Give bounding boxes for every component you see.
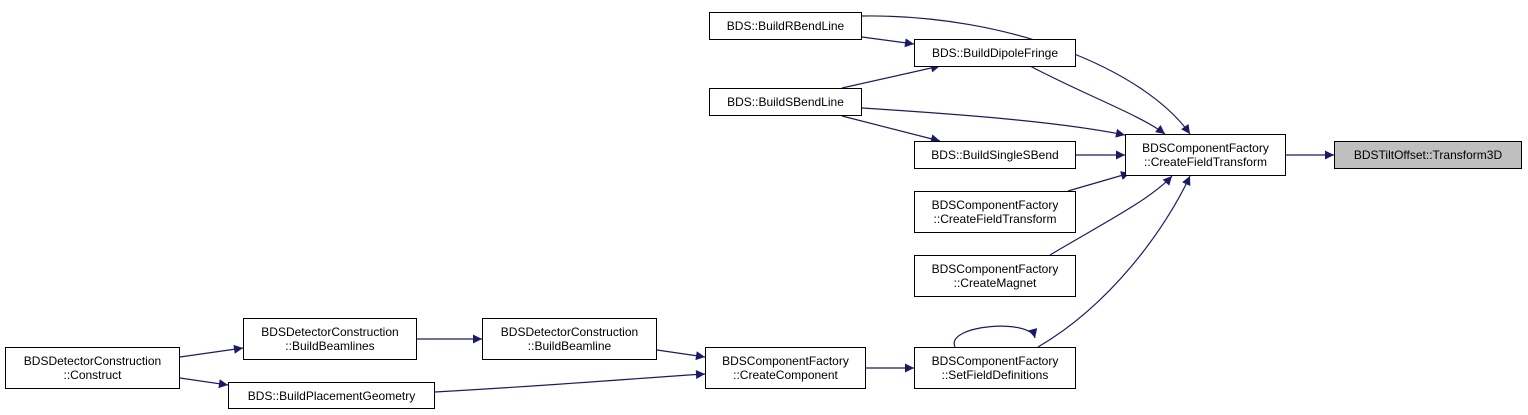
edge-sbendline-to-singlesbend <box>841 115 941 144</box>
node-label: BDSComponentFactory <box>931 262 1059 276</box>
node-detectorconstruction-buildbeamlines[interactable]: BDSDetectorConstruction ::BuildBeamlines <box>243 318 417 360</box>
node-bdstiltoffset-transform3d: BDSTiltOffset::Transform3D <box>1334 141 1522 169</box>
node-label: BDSTiltOffset::Transform3D <box>1353 148 1503 162</box>
edge-setfielddefinitions-to-createfieldtransform <box>1037 175 1191 348</box>
node-bds-buildplacementgeometry[interactable]: BDS::BuildPlacementGeometry <box>228 382 435 409</box>
edge-sbendline-to-createfieldtransform <box>861 107 1126 138</box>
node-label: ::CreateFieldTransform <box>1144 155 1267 169</box>
node-componentfactory-createfieldtransform-main[interactable]: BDSComponentFactory ::CreateFieldTransfo… <box>1125 134 1286 176</box>
edge-dipolefringe-to-createfieldtransform <box>1029 65 1166 135</box>
edge-createfieldtransform2-to-createfieldtransform <box>1067 171 1131 192</box>
node-label: BDS::BuildSingleSBend <box>931 148 1059 162</box>
node-label: BDSComponentFactory <box>931 198 1059 212</box>
node-componentfactory-createcomponent[interactable]: BDSComponentFactory ::CreateComponent <box>705 347 866 389</box>
node-label: ::Construct <box>63 368 122 382</box>
node-componentfactory-setfielddefinitions[interactable]: BDSComponentFactory ::SetFieldDefinition… <box>914 347 1076 389</box>
node-componentfactory-createfieldtransform[interactable]: BDSComponentFactory ::CreateFieldTransfo… <box>914 191 1076 233</box>
node-bds-buildrbendline[interactable]: BDS::BuildRBendLine <box>709 12 862 40</box>
edge-createmagnet-to-createfieldtransform <box>1049 175 1173 256</box>
node-label: ::SetFieldDefinitions <box>941 368 1049 382</box>
node-label: BDS::BuildDipoleFringe <box>931 46 1059 60</box>
node-label: BDS::BuildSBendLine <box>727 95 844 109</box>
node-label: BDS::BuildRBendLine <box>726 19 845 33</box>
node-label: BDSComponentFactory <box>1142 141 1269 155</box>
edge-rbendline-to-createfieldtransform <box>861 15 1191 135</box>
node-label: ::CreateComponent <box>733 368 838 382</box>
edge-buildbeamline-to-createcomponent <box>656 349 706 361</box>
edge-construct-to-buildbeamlines <box>179 344 244 358</box>
node-label: ::BuildBeamline <box>527 339 612 353</box>
node-label: BDSDetectorConstruction <box>500 325 639 339</box>
node-detectorconstruction-construct[interactable]: BDSDetectorConstruction ::Construct <box>5 347 180 389</box>
node-bds-buildsbendline[interactable]: BDS::BuildSBendLine <box>709 88 862 116</box>
node-label: BDSComponentFactory <box>722 354 849 368</box>
node-label: BDSDetectorConstruction <box>261 325 399 339</box>
edge-construct-to-buildplacementgeometry <box>179 377 229 389</box>
edge-sbendline-to-dipolefringe <box>841 63 941 89</box>
node-bds-builddipolefringe[interactable]: BDS::BuildDipoleFringe <box>914 39 1076 67</box>
node-bds-buildsinglesbend[interactable]: BDS::BuildSingleSBend <box>914 141 1076 169</box>
node-label: BDSDetectorConstruction <box>23 354 162 368</box>
node-componentfactory-createmagnet[interactable]: BDSComponentFactory ::CreateMagnet <box>914 255 1076 297</box>
node-label: ::BuildBeamlines <box>285 339 375 353</box>
edge-setfielddefinitions-self-loop <box>953 325 1038 348</box>
node-label: ::CreateFieldTransform <box>933 212 1057 226</box>
node-label: BDS::BuildPlacementGeometry <box>247 388 416 403</box>
node-label: BDSComponentFactory <box>931 354 1059 368</box>
node-detectorconstruction-buildbeamline[interactable]: BDSDetectorConstruction ::BuildBeamline <box>482 318 657 360</box>
node-label: ::CreateMagnet <box>953 276 1037 290</box>
edge-rbendline-to-dipolefringe <box>861 36 915 48</box>
edge-buildplacementgeometry-to-createcomponent <box>434 370 706 393</box>
